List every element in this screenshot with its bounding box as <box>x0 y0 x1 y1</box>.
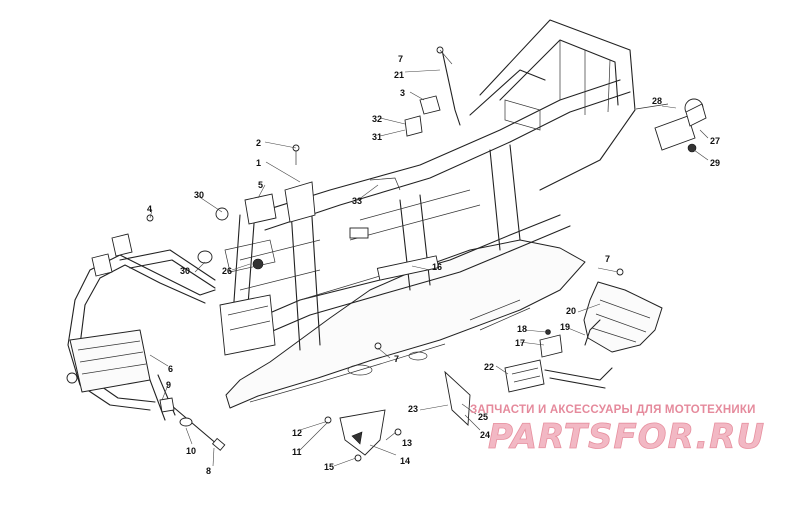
callout-19: 19 <box>560 322 570 332</box>
callout-17: 17 <box>515 338 525 348</box>
callout-28: 28 <box>652 96 662 106</box>
watermark-logo: PARTSFOR.RU <box>488 417 765 458</box>
callout-8: 8 <box>206 466 211 476</box>
steering-bracket <box>197 193 277 273</box>
callout-9: 9 <box>166 380 171 390</box>
lower-bracket <box>339 409 402 462</box>
callout-25: 25 <box>478 412 488 422</box>
callout-7c: 7 <box>394 354 399 364</box>
watermark-caption: ЗАПЧАСТИ И АКСЕССУАРЫ ДЛЯ МОТОТЕХНИКИ <box>470 404 756 416</box>
callout-26: 26 <box>222 266 232 276</box>
callout-7b: 7 <box>605 254 610 264</box>
leader-lines <box>149 49 709 467</box>
callout-15: 15 <box>324 462 334 472</box>
callout-4: 4 <box>147 204 152 214</box>
callout-16: 16 <box>432 262 442 272</box>
callout-1: 1 <box>256 158 261 168</box>
callout-31: 31 <box>372 132 382 142</box>
rear-brackets <box>444 319 613 426</box>
callout-7a: 7 <box>398 54 403 64</box>
callout-22: 22 <box>484 362 494 372</box>
callout-20: 20 <box>566 306 576 316</box>
callout-6: 6 <box>168 364 173 374</box>
callout-18: 18 <box>517 324 527 334</box>
front-hardware <box>159 397 332 451</box>
callout-27: 27 <box>710 136 720 146</box>
callout-23: 23 <box>408 404 418 414</box>
main-frame <box>219 19 636 356</box>
callout-32: 32 <box>372 114 382 124</box>
callout-2: 2 <box>256 138 261 148</box>
callout-10: 10 <box>186 446 196 456</box>
callout-30b: 30 <box>180 266 190 276</box>
callout-30a: 30 <box>194 190 204 200</box>
callout-5: 5 <box>258 180 263 190</box>
callout-12: 12 <box>292 428 302 438</box>
callout-33: 33 <box>352 196 362 206</box>
callout-21: 21 <box>394 70 404 80</box>
watermark-logo-text: PARTSFOR.RU <box>488 417 765 457</box>
callout-11: 11 <box>292 447 302 457</box>
rear-hitch <box>635 98 707 153</box>
upper-hardware <box>146 46 624 350</box>
callout-13: 13 <box>402 438 412 448</box>
callout-24: 24 <box>480 430 490 440</box>
front-bumper <box>66 233 216 421</box>
callout-labels: 1 2 3 4 5 6 7 7 7 8 9 10 11 12 13 14 15 … <box>147 54 720 476</box>
footrest-plate <box>583 281 663 353</box>
callout-29: 29 <box>710 158 720 168</box>
callout-14: 14 <box>400 456 410 466</box>
callout-3: 3 <box>400 88 405 98</box>
